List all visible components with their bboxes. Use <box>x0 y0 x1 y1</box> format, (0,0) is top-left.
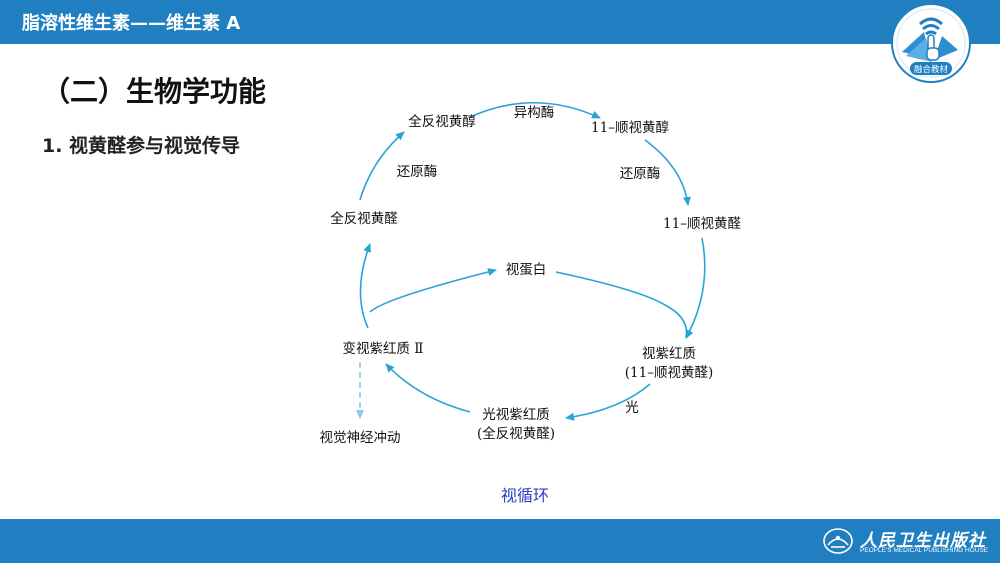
publisher-name-en: PEOPLE'S MEDICAL PUBLISHING HOUSE <box>860 547 989 554</box>
diagram-caption: 视循环 <box>500 486 549 505</box>
header-title: 脂溶性维生素——维生素 A <box>22 13 241 34</box>
node-photo-rhodopsin-sub: (全反视黄醛) <box>477 425 555 442</box>
publisher-logo: 人民卫生出版社 PEOPLE'S MEDICAL PUBLISHING HOUS… <box>822 524 992 558</box>
logo-label: 融合教材 <box>914 64 949 75</box>
node-trans-retinol: 全反视黄醇 <box>408 113 476 130</box>
arrow-trans-retinal-to-trans-retinol <box>359 131 405 201</box>
node-opsin: 视蛋白 <box>506 262 547 278</box>
wifi-hand-book-icon <box>902 17 958 62</box>
logo-badge: 融合教材 <box>891 3 971 83</box>
node-metarhodopsin: 变视紫红质 Ⅱ <box>343 341 424 357</box>
publisher-name-cn: 人民卫生出版社 <box>860 531 986 551</box>
label-light: 光 <box>625 400 639 416</box>
label-reductase-right: 还原酶 <box>620 166 661 182</box>
arrow-rhodopsin-to-photo-rhodopsin <box>565 383 651 421</box>
arrow-cis-retinol-to-cis-retinal <box>644 139 691 206</box>
node-trans-retinal: 全反视黄醛 <box>330 210 398 227</box>
label-isomerase: 异构酶 <box>514 105 555 121</box>
section-title: （二）生物学功能 <box>42 75 267 108</box>
node-rhodopsin-sub: (11–顺视黄醛) <box>625 365 713 381</box>
arrow-photo-rhodopsin-to-metarhodopsin <box>385 363 471 413</box>
label-reductase-left: 还原酶 <box>397 164 438 180</box>
node-cis-retinol: 11–顺视黄醇 <box>591 119 669 136</box>
node-photo-rhodopsin: 光视紫红质 <box>482 407 550 423</box>
arrow-metarhodopsin-to-trans-retinal <box>359 243 371 329</box>
arrow-trans-retinol-to-cis-retinol <box>469 101 601 119</box>
top-bar: 脂溶性维生素——维生素 A <box>0 0 1000 44</box>
arrow-metarhodopsin-to-opsin <box>369 268 497 313</box>
subsection-title: 1. 视黄醛参与视觉传导 <box>42 135 241 157</box>
node-nerve-impulse: 视觉神经冲动 <box>320 430 401 446</box>
arrow-cis-retinal-to-rhodopsin <box>685 237 706 339</box>
publisher-emblem-icon <box>823 528 853 554</box>
arrow-opsin-to-rhodopsin <box>555 271 688 339</box>
node-rhodopsin: 视紫红质 <box>642 346 696 362</box>
node-cis-retinal: 11–顺视黄醛 <box>663 216 741 232</box>
